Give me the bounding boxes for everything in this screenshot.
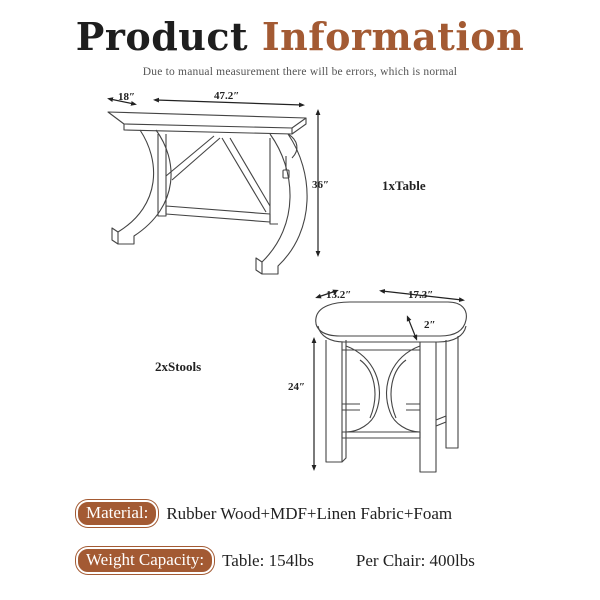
- weight-table-value: Table: 154lbs: [222, 550, 314, 570]
- weight-chair-value: Per Chair: 400lbs: [355, 550, 475, 570]
- table-height-dim: 36″: [312, 179, 329, 191]
- measurement-disclaimer: Due to manual measurement there will be …: [142, 66, 458, 78]
- stool-drawing: [315, 301, 467, 473]
- material-value: Rubber Wood+MDF+Linen Fabric+Foam: [166, 503, 453, 523]
- stool-width-dim: 17.3″: [408, 289, 433, 301]
- stool-height-dim: 24″: [288, 381, 305, 393]
- table-depth-dim: 18″: [118, 91, 135, 103]
- title-word-information: Information: [261, 14, 525, 59]
- table-quantity-label: 1xTable: [382, 178, 426, 193]
- title-word-product: Product: [75, 14, 249, 59]
- stool-depth-dim: 13.2″: [326, 289, 351, 301]
- material-badge: Material:: [76, 500, 159, 527]
- table-width-dim: 47.2″: [214, 90, 239, 102]
- stool-cushion-dim: 2″: [424, 319, 436, 331]
- stool-quantity-label: 2xStools: [155, 359, 202, 374]
- table-drawing: [107, 111, 308, 275]
- weight-row: Weight Capacity: Table: 154lbs Per Chair…: [76, 547, 475, 574]
- material-row: Material: Rubber Wood+MDF+Linen Fabric+F…: [76, 500, 452, 527]
- weight-badge: Weight Capacity:: [76, 547, 215, 574]
- page-title: Product Information: [0, 14, 600, 59]
